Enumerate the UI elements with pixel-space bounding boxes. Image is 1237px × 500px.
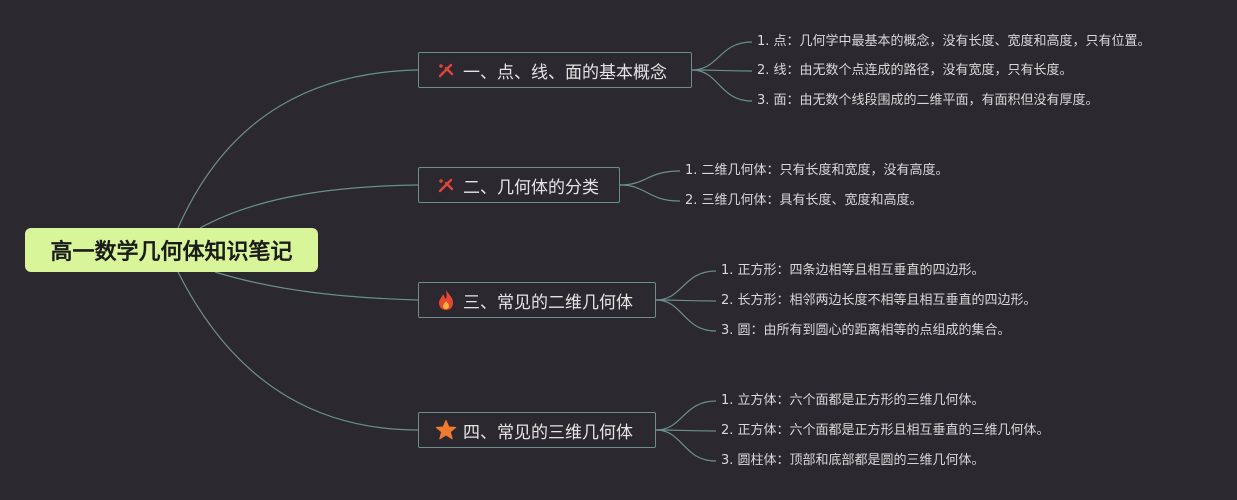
- branch-topic-label: 二、几何体的分类: [463, 177, 599, 198]
- tools-icon: [435, 59, 457, 81]
- subtopic-item[interactable]: 2. 长方形：相邻两边长度不相等且相互垂直的四边形。: [721, 293, 1037, 308]
- branch-to-leaf-line: [691, 69, 753, 102]
- branch-topic-2d-shapes[interactable]: 三、常见的二维几何体: [418, 282, 656, 318]
- root-to-branch-line: [214, 271, 419, 301]
- subtopic-item[interactable]: 1. 点：几何学中最基本的概念，没有长度、宽度和高度，只有位置。: [757, 34, 1151, 49]
- branch-to-leaf-line: [655, 299, 717, 332]
- root-to-branch-line: [177, 271, 419, 431]
- root-to-branch-line: [177, 69, 419, 229]
- subtopic-item[interactable]: 1. 正方形：四条边相等且相互垂直的四边形。: [721, 263, 985, 278]
- root-topic-label: 高一数学几何体知识笔记: [50, 240, 293, 265]
- branch-topic-basic-concepts[interactable]: 一、点、线、面的基本概念: [418, 52, 692, 88]
- branch-topic-label: 一、点、线、面的基本概念: [463, 62, 667, 83]
- branch-topic-classification[interactable]: 二、几何体的分类: [418, 167, 620, 203]
- subtopic-item[interactable]: 1. 二维几何体：只有长度和宽度，没有高度。: [685, 163, 949, 178]
- subtopic-item[interactable]: 3. 面：由无数个线段围成的二维平面，有面积但没有厚度。: [757, 93, 1099, 108]
- subtopic-item[interactable]: 3. 圆：由所有到圆心的距离相等的点组成的集合。: [721, 323, 1011, 338]
- root-to-branch-line: [199, 184, 419, 229]
- subtopic-item[interactable]: 1. 立方体：六个面都是正方形的三维几何体。: [721, 393, 985, 408]
- branch-to-leaf-line: [655, 270, 717, 301]
- subtopic-item[interactable]: 3. 圆柱体：顶部和底部都是圆的三维几何体。: [721, 453, 985, 468]
- branch-to-leaf-line: [691, 41, 753, 71]
- fire-icon: [435, 289, 457, 311]
- branch-to-leaf-line: [655, 429, 717, 462]
- star-icon: [435, 419, 457, 441]
- tools-icon: [435, 174, 457, 196]
- subtopic-item[interactable]: 2. 三维几何体：具有长度、宽度和高度。: [685, 193, 923, 208]
- branch-topic-label: 三、常见的二维几何体: [463, 292, 633, 313]
- branch-to-leaf-line: [619, 170, 681, 186]
- branch-topic-label: 四、常见的三维几何体: [463, 422, 633, 443]
- branch-to-leaf-line: [619, 184, 681, 202]
- subtopic-item[interactable]: 2. 线：由无数个点连成的路径，没有宽度，只有长度。: [757, 63, 1073, 78]
- branch-topic-3d-solids[interactable]: 四、常见的三维几何体: [418, 412, 656, 448]
- root-topic[interactable]: 高一数学几何体知识笔记: [25, 228, 318, 272]
- branch-to-leaf-line: [655, 400, 717, 431]
- subtopic-item[interactable]: 2. 正方体：六个面都是正方形且相互垂直的三维几何体。: [721, 423, 1050, 438]
